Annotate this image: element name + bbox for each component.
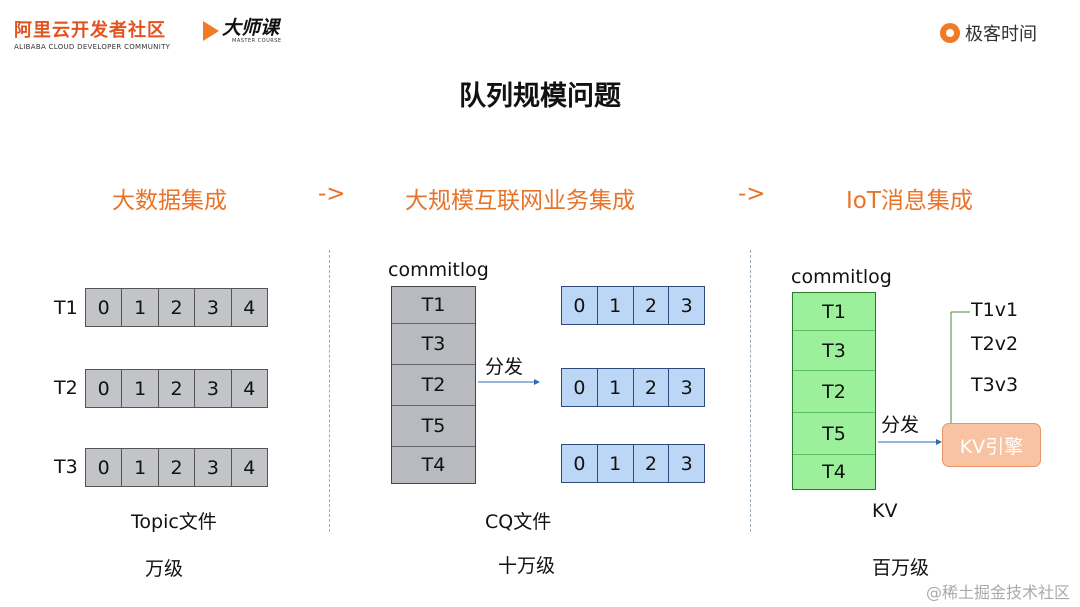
- cq-cell: 2: [633, 369, 670, 406]
- topic-cell: 3: [195, 370, 232, 407]
- cq-cell: 0: [562, 369, 598, 406]
- topic-cell: 0: [86, 370, 123, 407]
- phase-big-data: 大数据集成: [112, 188, 227, 214]
- cq-cell: 3: [669, 287, 704, 324]
- master-course-logo-en: MASTER COURSE: [232, 38, 282, 44]
- geektime-icon: [940, 23, 960, 43]
- cq-cell: 2: [633, 445, 670, 482]
- topic-row-t1: 0 1 2 3 4: [85, 288, 268, 327]
- topic-row-t2: 0 1 2 3 4: [85, 369, 268, 408]
- commitlog-entry: T1: [793, 293, 875, 331]
- divider-left: [329, 250, 330, 532]
- commitlog-entry: T5: [392, 406, 475, 447]
- scale-1m: 百万级: [872, 557, 930, 579]
- geektime-logo-text: 极客时间: [965, 24, 1037, 45]
- row-label-t1: T1: [54, 297, 78, 319]
- cq-cell: 0: [562, 445, 598, 482]
- scale-10k: 万级: [145, 558, 184, 580]
- topic-cell: 4: [231, 289, 268, 326]
- cq-queue-3: 0 1 2 3: [561, 444, 705, 483]
- cq-cell: 0: [562, 287, 598, 324]
- cq-cell: 2: [633, 287, 670, 324]
- phase-iot: IoT消息集成: [846, 188, 973, 214]
- dispatch-label-right: 分发: [881, 414, 920, 436]
- commitlog-entry: T1: [392, 287, 475, 324]
- commitlog-entry: T3: [392, 324, 475, 365]
- kv-item-t2v2: T2v2: [971, 333, 1019, 355]
- kv-caption: KV: [872, 500, 898, 522]
- play-triangle-icon: [203, 21, 219, 41]
- commitlog-entry: T2: [392, 365, 475, 406]
- topic-file-caption: Topic文件: [131, 511, 217, 533]
- commitlog-entry: T3: [793, 331, 875, 371]
- commitlog-entry: T4: [392, 447, 475, 483]
- cq-queue-2: 0 1 2 3: [561, 368, 705, 407]
- cq-cell: 3: [669, 369, 704, 406]
- master-course-logo: 大师课 MASTER COURSE: [203, 18, 282, 44]
- scale-100k: 十万级: [498, 555, 556, 577]
- row-label-t3: T3: [54, 456, 78, 478]
- topic-cell: 1: [122, 370, 159, 407]
- page-title: 队列规模问题: [459, 81, 621, 112]
- alibaba-cloud-logo-cn: 阿里云开发者社区: [14, 20, 166, 41]
- topic-cell: 3: [195, 449, 232, 486]
- topic-row-t3: 0 1 2 3 4: [85, 448, 268, 487]
- dispatch-arrow-right: [878, 439, 942, 445]
- phase-internet-business: 大规模互联网业务集成: [405, 188, 635, 214]
- cq-cell: 3: [669, 445, 704, 482]
- kv-item-t1v1: T1v1: [971, 299, 1019, 321]
- dispatch-arrow-middle: [478, 379, 540, 385]
- cq-cell: 1: [597, 369, 634, 406]
- master-course-logo-cn: 大师课: [222, 17, 280, 39]
- commitlog-stack-right: T1 T3 T2 T5 T4: [792, 292, 876, 490]
- commitlog-label-middle: commitlog: [388, 259, 489, 281]
- kv-engine-box: KV引擎: [942, 423, 1041, 467]
- topic-cell: 4: [231, 370, 268, 407]
- kv-item-t3v3: T3v3: [971, 374, 1019, 396]
- divider-right: [750, 250, 751, 532]
- topic-cell: 1: [122, 289, 159, 326]
- commitlog-entry: T2: [793, 371, 875, 413]
- cq-cell: 1: [597, 445, 634, 482]
- watermark: @稀土掘金技术社区: [925, 583, 1070, 602]
- topic-cell: 2: [158, 449, 196, 486]
- topic-cell: 4: [231, 449, 268, 486]
- alibaba-cloud-logo: 阿里云开发者社区 ALIBABA CLOUD DEVELOPER COMMUNI…: [14, 16, 170, 51]
- phase-arrow-1: ->: [318, 181, 346, 207]
- row-label-t2: T2: [54, 377, 78, 399]
- commitlog-entry: T5: [793, 413, 875, 455]
- alibaba-cloud-logo-en: ALIBABA CLOUD DEVELOPER COMMUNITY: [14, 43, 171, 51]
- commitlog-stack-middle: T1 T3 T2 T5 T4: [391, 286, 476, 484]
- cq-cell: 1: [597, 287, 634, 324]
- topic-cell: 3: [195, 289, 232, 326]
- topic-cell: 1: [122, 449, 159, 486]
- kv-bracket: [950, 311, 970, 424]
- commitlog-label-right: commitlog: [791, 266, 892, 288]
- topic-cell: 0: [86, 449, 123, 486]
- commitlog-entry: T4: [793, 455, 875, 489]
- topic-cell: 2: [158, 289, 196, 326]
- topic-cell: 0: [86, 289, 123, 326]
- geektime-logo: 极客时间: [940, 20, 1037, 46]
- cq-file-caption: CQ文件: [485, 511, 552, 533]
- dispatch-label-middle: 分发: [485, 356, 524, 378]
- cq-queue-1: 0 1 2 3: [561, 286, 705, 325]
- topic-cell: 2: [158, 370, 196, 407]
- phase-arrow-2: ->: [738, 181, 766, 207]
